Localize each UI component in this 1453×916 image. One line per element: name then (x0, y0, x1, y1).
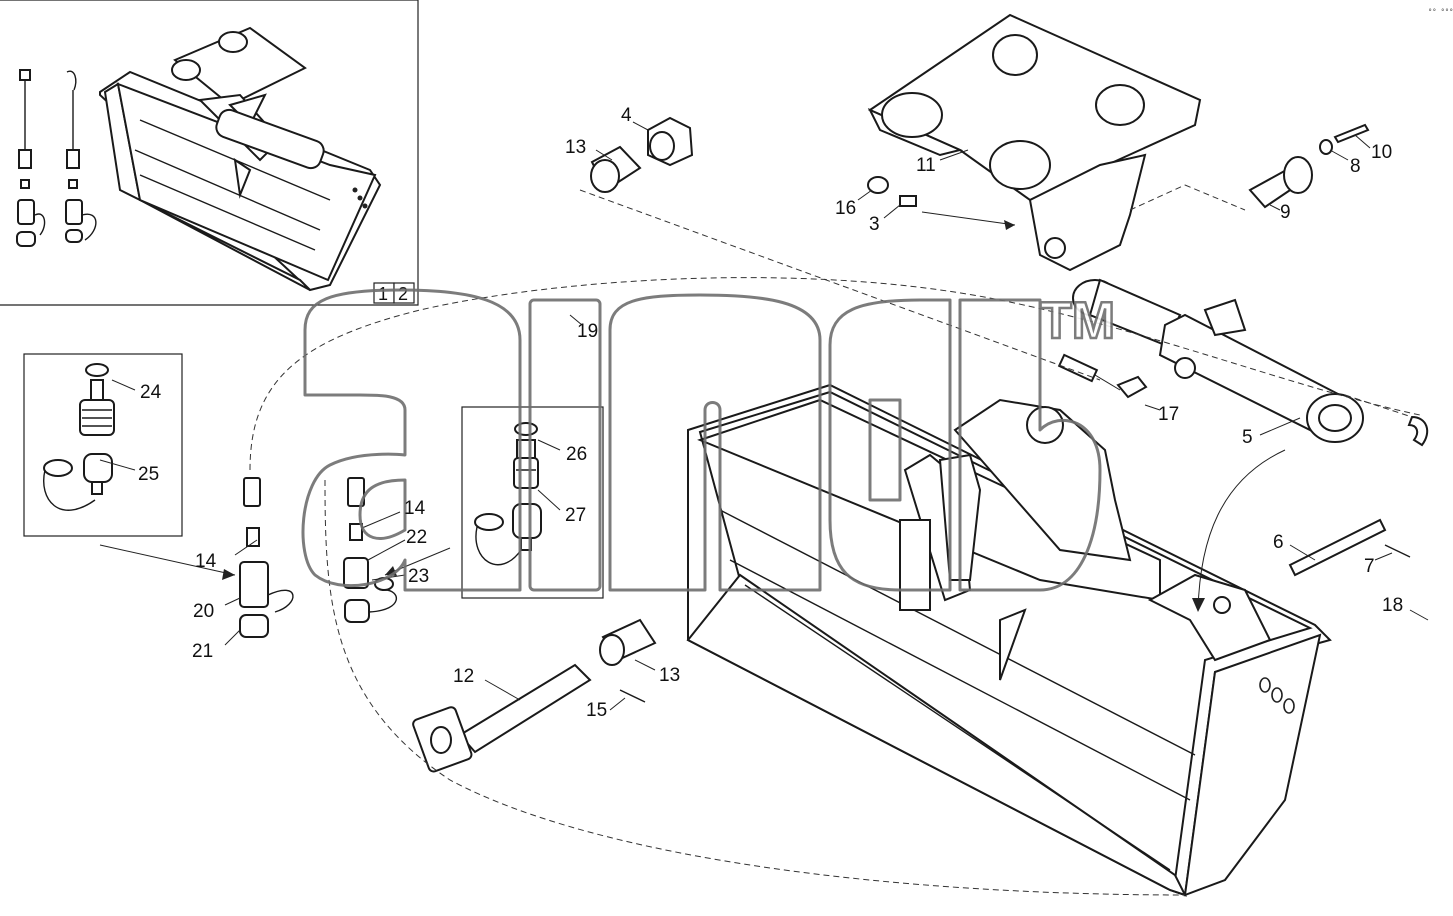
inset-couplings (16, 69, 97, 247)
callout-23: 23 (408, 566, 429, 587)
hose-fittings (239, 477, 398, 638)
callout-7: 7 (1364, 556, 1375, 577)
callout-5: 5 (1242, 427, 1253, 448)
callout-12: 12 (453, 666, 474, 687)
callout-13-bottom: 13 (659, 665, 680, 686)
callout-24: 24 (140, 382, 162, 403)
callout-18: 18 (1382, 595, 1403, 616)
small-parts (412, 116, 1429, 773)
callout-20: 20 (193, 601, 214, 622)
callout-9: 9 (1280, 202, 1291, 223)
callout-3: 3 (869, 214, 880, 235)
dashed-routes (249, 184, 1421, 896)
callout-14-right: 14 (404, 498, 426, 519)
callout-6: 6 (1273, 532, 1284, 553)
callout-15: 15 (586, 700, 607, 721)
corner-mark: °° °°° (1428, 8, 1453, 16)
inset-coupler-26-27 (461, 406, 604, 599)
callout-25: 25 (138, 464, 159, 485)
callout-13-top: 13 (565, 137, 586, 158)
page-tab-2[interactable] (393, 282, 415, 304)
hydraulic-cylinder (1072, 278, 1364, 443)
callout-labels: 4 13 11 10 8 16 3 9 19 24 25 26 27 14 22… (138, 105, 1403, 721)
page-tab-1-label: 1 (378, 284, 388, 304)
coupler-mount (867, 13, 1202, 272)
inset-overview-box: 1 2 (0, 0, 419, 306)
callout-8: 8 (1350, 156, 1361, 177)
watermark-trademark: TM (1040, 292, 1115, 350)
callout-16: 16 (835, 198, 856, 219)
callout-21: 21 (192, 641, 213, 662)
callout-22: 22 (406, 527, 427, 548)
watermark-logo: TM (301, 288, 1116, 592)
callout-14-left: 14 (195, 551, 217, 572)
page-tab-2-label: 2 (398, 284, 408, 304)
inset-bucket (99, 26, 382, 292)
callout-19: 19 (577, 321, 598, 342)
callout-11: 11 (916, 155, 936, 176)
callout-10: 10 (1371, 142, 1392, 163)
callout-4: 4 (621, 105, 632, 126)
callout-17: 17 (1158, 404, 1179, 425)
callout-26: 26 (566, 444, 587, 465)
main-bucket (686, 383, 1332, 897)
callout-27: 27 (565, 505, 586, 526)
